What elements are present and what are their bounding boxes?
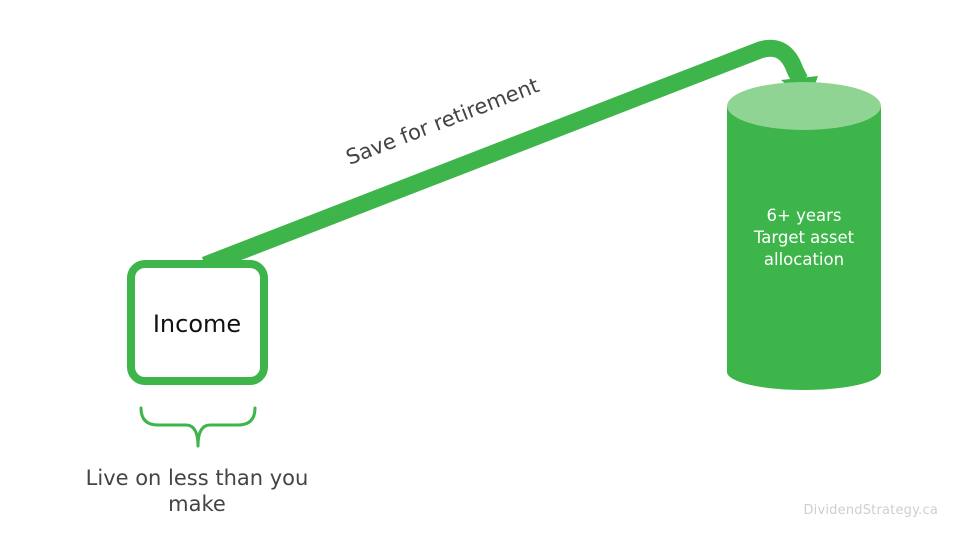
bucket-label-line2: Target asset (753, 228, 855, 247)
bucket-label-line1: 6+ years (767, 206, 842, 225)
retirement-bucket (727, 82, 881, 390)
savings-arrow-shaft (201, 39, 808, 273)
brace-caption-line1: Live on less than you (86, 466, 309, 490)
bucket-body (727, 106, 881, 372)
bucket-bottom (727, 354, 881, 390)
brace-caption-line2: make (168, 492, 226, 516)
brand-watermark: DividendStrategy.ca (803, 503, 938, 518)
savings-arrow (201, 39, 818, 273)
income-label: Income (153, 310, 241, 338)
arrow-label: Save for retirement (343, 73, 543, 169)
bucket-top (727, 82, 881, 130)
curly-brace-icon (139, 406, 257, 448)
bucket-label-line3: allocation (764, 250, 844, 269)
income-box (127, 260, 268, 385)
